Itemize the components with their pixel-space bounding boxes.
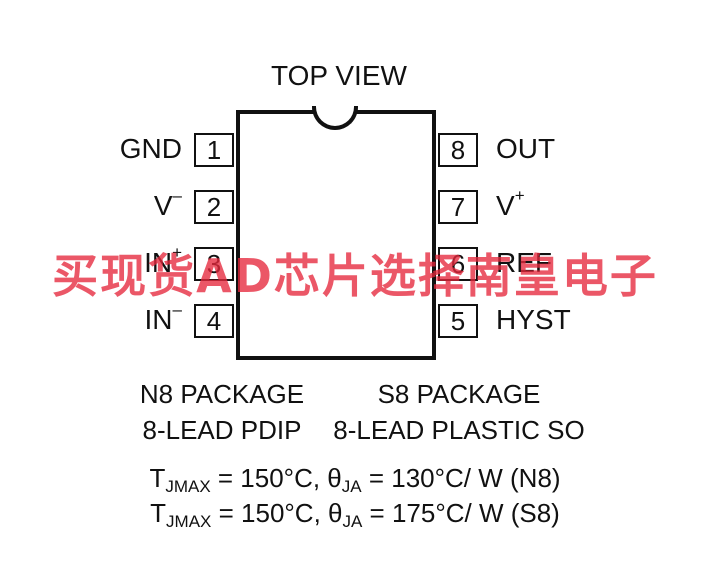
pin-5-box: 5 bbox=[438, 304, 478, 338]
pin-8-label: OUT bbox=[496, 133, 556, 164]
pin-2-box: 2 bbox=[194, 190, 234, 224]
diagram-title: TOP VIEW bbox=[271, 60, 407, 91]
package-s8-name: S8 PACKAGE bbox=[377, 379, 541, 409]
pin-4-box: 4 bbox=[194, 304, 234, 338]
watermark-text: 买现货AD芯片选择南皇电子 bbox=[52, 249, 658, 303]
package-n8-name: N8 PACKAGE bbox=[139, 379, 305, 409]
package-s8-desc: 8-LEAD PLASTIC SO bbox=[333, 415, 585, 445]
package-s8: S8 PACKAGE 8-LEAD PLASTIC SO bbox=[325, 376, 593, 448]
thermal-line-n8: TJMAX = 150°C, θJA = 130°C/ W (N8) bbox=[149, 463, 561, 496]
pin-7-label: V+ bbox=[496, 186, 525, 221]
pin-1-box: 1 bbox=[194, 133, 234, 167]
package-n8-desc: 8-LEAD PDIP bbox=[142, 415, 302, 445]
pin-6-box: 6 bbox=[438, 247, 478, 281]
pin-6-label: REF bbox=[496, 247, 552, 278]
pin-1-label: GND bbox=[119, 133, 182, 164]
pin-3-box: 3 bbox=[194, 247, 234, 281]
package-n8: N8 PACKAGE 8-LEAD PDIP bbox=[112, 376, 332, 448]
pin-4-label: IN– bbox=[144, 300, 182, 335]
pin-7-box: 7 bbox=[438, 190, 478, 224]
thermal-line-s8: TJMAX = 150°C, θJA = 175°C/ W (S8) bbox=[150, 498, 560, 531]
pin-2-label: V– bbox=[153, 186, 182, 221]
pin-5-label: HYST bbox=[496, 304, 571, 335]
pin-3-label: IN+ bbox=[144, 243, 182, 278]
pin-8-box: 8 bbox=[438, 133, 478, 167]
ic-package-body bbox=[236, 110, 436, 360]
